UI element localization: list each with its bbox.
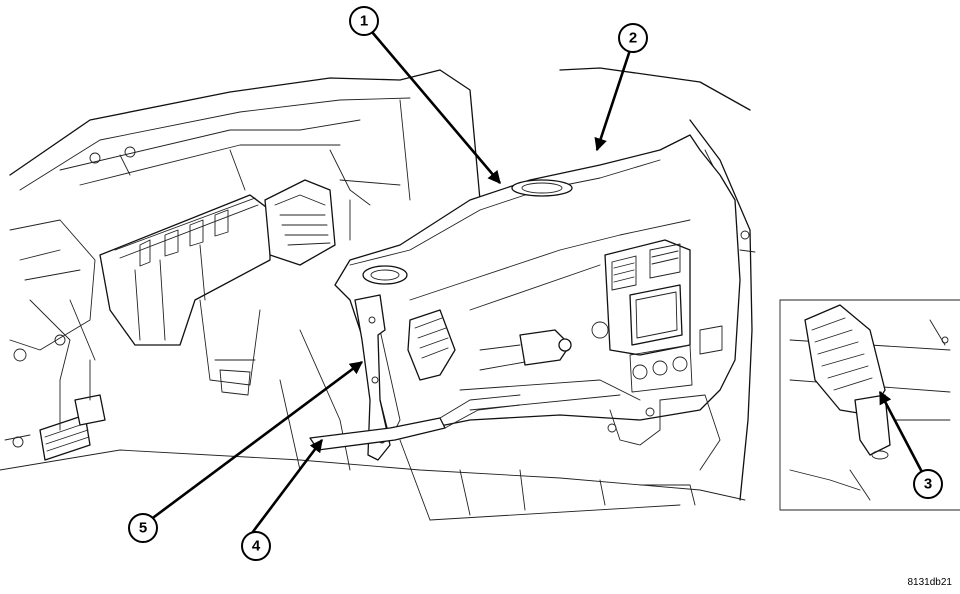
- callout-3: 3: [913, 469, 943, 499]
- leader-4: [250, 438, 324, 534]
- leader-3: [878, 390, 925, 475]
- leader-5: [149, 360, 364, 522]
- hvac-housing: [99, 179, 336, 396]
- leader-2: [594, 43, 634, 152]
- svg-text:3: 3: [924, 476, 932, 493]
- callout-1: 1: [349, 6, 379, 36]
- instrument-panel: [309, 134, 741, 471]
- leader-1: [371, 31, 501, 184]
- callout-5: 5: [128, 513, 158, 543]
- svg-text:5: 5: [139, 520, 147, 537]
- svg-text:2: 2: [629, 30, 637, 47]
- figure-code: 8131db21: [907, 577, 953, 588]
- callout-4: 4: [241, 531, 271, 561]
- svg-text:4: 4: [252, 538, 261, 555]
- svg-text:1: 1: [360, 13, 368, 30]
- connector-inset: [779, 299, 960, 511]
- callout-leaders: [149, 31, 925, 534]
- center-stack: [604, 239, 693, 393]
- pedal-assembly: [4, 219, 106, 461]
- callout-2: 2: [618, 23, 648, 53]
